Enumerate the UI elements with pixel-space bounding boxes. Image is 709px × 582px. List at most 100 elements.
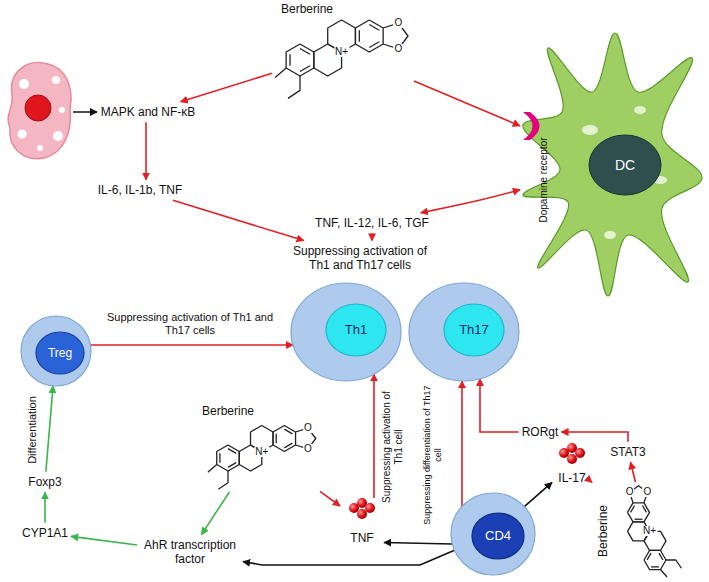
node-text: CYP1A1: [22, 526, 68, 540]
berberine-structure: [208, 426, 316, 490]
bond: [217, 445, 240, 471]
atom-label: O: [625, 487, 635, 497]
vacuole: [52, 76, 60, 84]
node-text: IL-6, IL-1b, TNF: [98, 183, 182, 197]
cytokine-dot: [365, 503, 375, 513]
connector-arrow: [421, 190, 520, 213]
bond: [300, 66, 310, 72]
pathway-label: MAPK and NF-κB: [98, 102, 199, 122]
effect-label: Suppressing activation of Th1 and Th17 c…: [282, 241, 438, 276]
cell-membrane: [451, 493, 535, 575]
bond: [635, 519, 643, 520]
node-text: Suppressing activation of Th1 and Th17 c…: [285, 244, 435, 273]
vacuole: [37, 145, 43, 151]
node-text: Berberine: [202, 404, 254, 418]
connector-arrow: [414, 81, 520, 126]
treg-cell: Treg: [20, 315, 92, 387]
cell-nucleus: [326, 304, 386, 356]
bond: [647, 553, 651, 560]
macrophage-cell: [8, 62, 97, 158]
connector-arrow: [524, 482, 552, 506]
cd4-cell: CD4: [450, 492, 536, 576]
edge-label: Suppressing activation of Th1 and Th17 c…: [104, 311, 276, 337]
bond: [631, 506, 635, 513]
node-text: MAPK and NF-κB: [101, 105, 196, 119]
berberine-structure: [275, 20, 408, 98]
edge-label: Suppressing activation of Th1 cell: [381, 386, 405, 508]
bond: [228, 463, 236, 468]
cytokine-label: TNF, IL-12, IL-6, TGF: [312, 213, 432, 233]
atom-label: O: [303, 423, 313, 433]
node-text: Treg: [48, 346, 72, 360]
cell-body: [523, 33, 702, 296]
bond: [644, 550, 666, 569]
cell-membrane: [8, 62, 71, 158]
connector-arrow: [181, 73, 272, 102]
bond: [289, 54, 290, 66]
bond: [359, 30, 360, 42]
connector-arrow: [373, 374, 375, 498]
factor-label: RORgt: [519, 422, 562, 442]
node-text: TNF: [350, 531, 373, 545]
cytokine: IL-17: [552, 444, 592, 486]
bond: [276, 434, 277, 443]
th17-cell: Th17: [408, 282, 520, 382]
atom-label: O: [394, 44, 404, 54]
factor-label: AhR transcription factor: [137, 535, 243, 570]
bond: [284, 443, 292, 448]
bond: [208, 465, 217, 473]
bond: [355, 20, 383, 52]
cytokine-label: IL-6, IL-1b, TNF: [95, 180, 185, 200]
bond: [369, 42, 379, 48]
bond: [218, 471, 228, 489]
dendritic-cell: Dopamine receptorDC: [520, 30, 705, 300]
node-text: Th1: [345, 322, 367, 338]
connector-arrow: [384, 543, 452, 545]
bond: [666, 560, 681, 568]
connector-arrow: [371, 233, 373, 240]
vacuole: [19, 79, 29, 89]
vacuole: [53, 131, 63, 141]
node-text: CD4: [485, 528, 511, 544]
connector-arrow: [480, 379, 519, 432]
node-text: RORgt: [522, 425, 559, 439]
cell-nucleus: [36, 332, 84, 374]
cell-spot: [634, 106, 646, 114]
atom-label: O: [394, 18, 404, 28]
cell-nucleus: [589, 135, 661, 195]
atom-label: N+: [254, 447, 269, 457]
factor-label: STAT3: [607, 442, 649, 462]
cell-spot: [604, 231, 616, 239]
bond: [642, 506, 646, 513]
vacuole: [18, 130, 27, 139]
connector-arrow: [46, 386, 53, 472]
dopamine-receptor: [523, 112, 540, 140]
node-text: Foxp3: [28, 475, 61, 489]
bond: [273, 426, 296, 452]
atom-label: O: [642, 487, 652, 497]
node-text: Berberine: [596, 505, 610, 557]
cytokine-dots: [559, 443, 585, 464]
arrow-line: [73, 111, 97, 113]
bond: [288, 76, 300, 98]
bond: [628, 503, 650, 522]
cytokine-dot: [357, 509, 367, 519]
bond: [284, 429, 292, 434]
connector-arrow: [591, 481, 593, 483]
node-text: AhR transcription factor: [140, 538, 240, 567]
cytokine-dot: [575, 448, 585, 458]
connector-arrow: [44, 492, 46, 523]
gene-label: CYP1A1: [19, 523, 71, 543]
connector-arrow: [90, 344, 292, 346]
cell-spot: [582, 125, 598, 135]
cell-membrane: [409, 283, 519, 381]
vacuole: [59, 107, 65, 113]
connector-arrow: [145, 122, 147, 180]
th1-cell: Th1: [290, 282, 402, 382]
connector-arrow: [631, 462, 636, 482]
bond: [228, 449, 236, 454]
berberine-structure: [628, 486, 682, 577]
bond: [659, 553, 663, 560]
cell-nucleus: [472, 513, 524, 559]
node-text: Berberine: [281, 2, 333, 16]
